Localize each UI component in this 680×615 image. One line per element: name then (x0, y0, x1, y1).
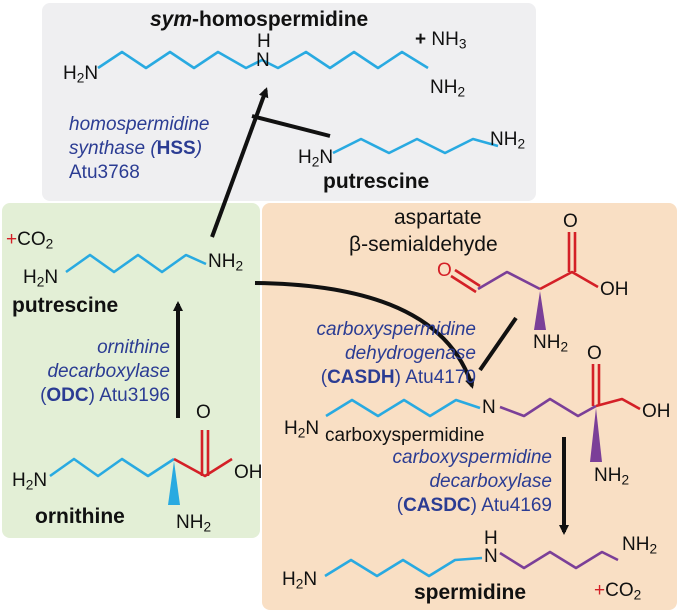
ornithine-oh: OH (234, 462, 263, 483)
homospermidine-h2n: H2N (63, 63, 99, 86)
odc-enzyme-label: ornithine decarboxylase (ODC) Atu3196 (40, 337, 170, 406)
casdh-enzyme-label: carboxyspermidine dehydrogenase (CASDH) … (316, 319, 476, 388)
putrescine-left-h2n: H2N (23, 267, 59, 290)
putrescine-left-name: putrescine (12, 294, 119, 317)
putrescine-panel (2, 203, 260, 538)
aspartate-nh2: NH2 (533, 332, 569, 355)
spermidine-nh2: NH2 (622, 534, 658, 557)
aspartate-name-line2: β-semialdehyde (349, 233, 498, 256)
carboxyspermidine-chain-purple (499, 397, 597, 418)
carboxyspermidine-n: N (482, 397, 496, 418)
aspartate-wedge (534, 291, 546, 330)
carboxyspermidine-name: carboxyspermidine (325, 425, 485, 446)
ornithine-carboxyl (173, 457, 233, 478)
aspartate-oh: OH (600, 279, 629, 300)
nh3-byproduct: + NH3 (415, 29, 467, 52)
ornithine-nh2: NH2 (176, 512, 212, 535)
aspartate-name-line1: aspartate (394, 206, 482, 229)
carboxyspermidine-nh2: NH2 (594, 465, 630, 488)
putrescine-top-nh2: NH2 (490, 129, 526, 152)
arrow-putrescine-to-homospermidine (210, 87, 269, 238)
ornithine-name: ornithine (35, 505, 125, 528)
carboxyspermidine-o: O (587, 343, 602, 364)
co2-byproduct-left: +CO2 (6, 229, 54, 252)
putrescine-left-nh2: NH2 (208, 251, 244, 274)
ornithine-o: O (196, 402, 211, 423)
spermidine-h: H (484, 528, 498, 549)
ornithine-wedge (168, 461, 180, 505)
ornithine-h2n: H2N (12, 470, 48, 493)
homospermidine-n: N (256, 50, 270, 71)
hss-enzyme-label: homospermidine synthase (HSS) Atu3768 (69, 114, 210, 183)
aspartate-o: O (563, 211, 578, 232)
homospermidine-title: sym-homospermidine (150, 8, 369, 31)
homospermidine-chain (97, 50, 429, 70)
carboxyspermidine-carboxyl (595, 397, 641, 411)
spermidine-panel (262, 203, 677, 610)
arrow-aspartate-join (478, 316, 518, 372)
arrow-putrescine-top-join (251, 114, 331, 138)
homospermidine-panel (42, 3, 536, 201)
homospermidine-nh2: NH2 (430, 77, 466, 100)
spermidine-chain-purple (499, 550, 619, 570)
aspartate-aldehyde-o: O (437, 260, 452, 281)
aldehyde-double-b (450, 274, 477, 294)
putrescine-top-name: putrescine (323, 170, 430, 193)
casdc-enzyme-label: carboxyspermidine decarboxylase (CASDC) … (392, 447, 552, 516)
spermidine-name: spermidine (414, 581, 527, 604)
aspartate-chain (477, 270, 541, 291)
arrow-putrescine-to-carboxyspermidine (254, 281, 475, 389)
aldehyde-double-a (454, 268, 481, 288)
carboxyspermidine-wedge (590, 408, 602, 462)
putrescine-top-h2n: H2N (298, 147, 334, 170)
carboxyspermidine-h2n: H2N (284, 418, 320, 441)
putrescine-top-chain (332, 137, 499, 155)
spermidine-chain-blue (324, 556, 483, 578)
aspartate-carboxyl (539, 270, 599, 291)
homospermidine-h: H (257, 31, 271, 52)
carboxyspermidine-chain-blue (325, 398, 481, 418)
co2-byproduct-right: +CO2 (594, 580, 642, 603)
spermidine-h2n: H2N (282, 569, 318, 592)
carboxyspermidine-oh: OH (642, 401, 671, 422)
ornithine-chain (49, 457, 175, 478)
putrescine-left-chain (65, 253, 207, 274)
spermidine-n: N (484, 546, 498, 567)
